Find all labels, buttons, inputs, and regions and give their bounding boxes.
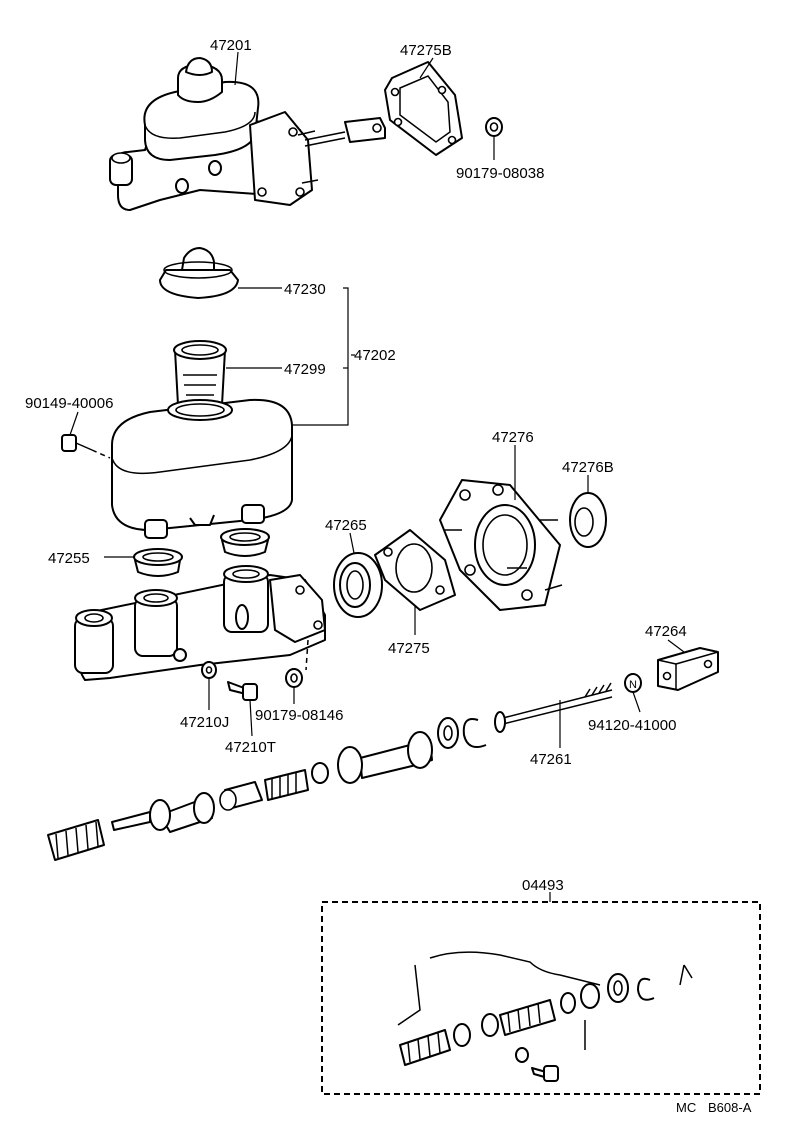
label-47255: 47255 — [48, 550, 90, 567]
label-04493: 04493 — [522, 877, 564, 894]
drawing-code-right: B608-A — [708, 1100, 752, 1115]
part-labels: 47201 47275B 90179-08038 47230 47299 472… — [25, 37, 687, 894]
push-rod-47261 — [494, 682, 613, 733]
plate-47276 — [439, 479, 563, 611]
repair-kit-04493 — [321, 901, 761, 1095]
label-90149-40006: 90149-40006 — [25, 395, 113, 412]
svg-text:N: N — [629, 679, 637, 691]
label-47202: 47202 — [354, 347, 396, 364]
drawing-code-left: MC — [676, 1100, 696, 1115]
label-47276: 47276 — [492, 429, 534, 446]
nut-90179-08038 — [485, 117, 503, 160]
master-cylinder-assembly — [109, 57, 386, 211]
gasket-47210j — [201, 661, 217, 679]
drawing-code: MC B608-A — [676, 1100, 752, 1115]
label-47264: 47264 — [645, 623, 687, 640]
label-90179-08146: 90179-08146 — [255, 707, 343, 724]
seal-47276b — [569, 492, 607, 548]
nut-90179-08146 — [285, 668, 303, 688]
label-47210t: 47210T — [225, 739, 276, 756]
label-94120-41000: 94120-41000 — [588, 717, 676, 734]
seal-47265 — [333, 552, 383, 618]
piston-assembly — [47, 731, 433, 861]
reservoir-47202 — [111, 398, 293, 539]
label-47275: 47275 — [388, 640, 430, 657]
label-47275b: 47275B — [400, 42, 452, 59]
leader-lines — [69, 51, 685, 902]
clevis-47264 — [657, 647, 719, 691]
label-47201: 47201 — [210, 37, 252, 54]
reservoir-cap-47230 — [159, 247, 239, 299]
cylinder-body — [74, 565, 326, 681]
bolt-47210t — [227, 681, 258, 701]
label-47230: 47230 — [284, 281, 326, 298]
gasket-47275b — [384, 61, 463, 156]
label-90179-08038: 90179-08038 — [456, 165, 544, 182]
label-47276b: 47276B — [562, 459, 614, 476]
nut-94120-41000: N — [624, 673, 642, 693]
reservoir-strainer-47299 — [173, 340, 227, 410]
label-47299: 47299 — [284, 361, 326, 378]
snap-ring — [437, 717, 487, 749]
label-47261: 47261 — [530, 751, 572, 768]
label-47265: 47265 — [325, 517, 367, 534]
screw-90149-40006 — [61, 434, 111, 459]
label-47210j: 47210J — [180, 714, 229, 731]
gasket-47275 — [374, 529, 456, 611]
